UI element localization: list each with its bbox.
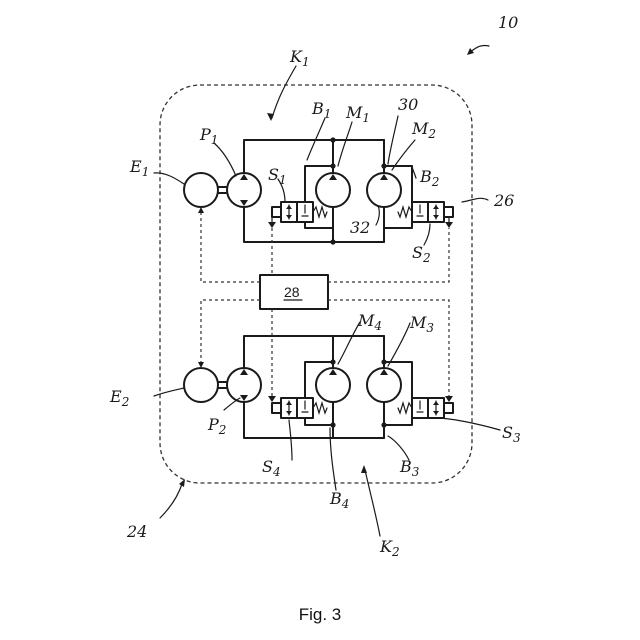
label-e2: E2 (109, 387, 129, 409)
label-b2: B2 (419, 167, 439, 189)
label-ref-housing: 24 (126, 522, 147, 541)
label-k2: K2 (379, 537, 400, 559)
label-s2: S2 (412, 243, 431, 265)
label-ref-line2: 32 (350, 218, 370, 237)
label-s4: S4 (262, 457, 281, 479)
label-m4: M4 (357, 311, 382, 333)
figure-caption: Fig. 3 (0, 605, 640, 625)
label-m2: M2 (411, 119, 436, 141)
engine-e2 (184, 368, 218, 402)
label-e1: E1 (129, 157, 149, 179)
label-ref-controller: 28 (284, 284, 300, 300)
valve-s2 (398, 202, 453, 228)
valve-s3 (398, 396, 453, 418)
circuit-k1 (184, 137, 453, 244)
label-k1: K1 (289, 47, 310, 69)
valve-s1 (268, 202, 327, 228)
label-s3: S3 (502, 423, 521, 445)
label-m3: M3 (409, 313, 434, 335)
label-b1: B1 (311, 99, 331, 121)
label-b3: B3 (399, 457, 420, 479)
label-p1: P1 (199, 125, 218, 147)
label-ref-side: 26 (493, 191, 514, 210)
valve-s4 (268, 396, 327, 418)
label-ref-system: 10 (498, 13, 518, 32)
housing-outline (160, 85, 472, 483)
label-p2: P2 (207, 415, 226, 437)
label-s1: S1 (268, 165, 287, 187)
label-ref-line: 30 (398, 95, 418, 114)
label-b4: B4 (329, 489, 349, 511)
engine-e1 (184, 173, 218, 207)
label-m1: M1 (345, 103, 370, 125)
